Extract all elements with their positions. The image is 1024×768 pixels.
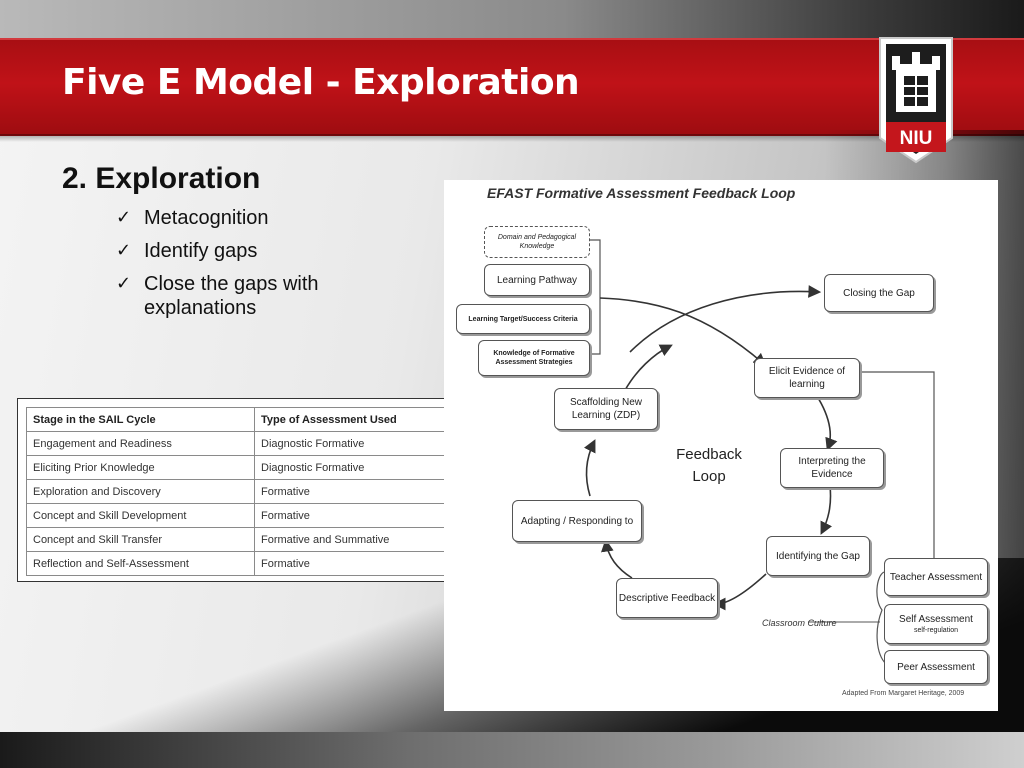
teacher-assessment-box: Teacher Assessment xyxy=(884,558,988,596)
table-header-cell: Type of Assessment Used xyxy=(254,407,478,432)
table-cell: Exploration and Discovery xyxy=(26,479,255,504)
table-header-row: Stage in the SAIL Cycle Type of Assessme… xyxy=(26,407,478,432)
descriptive-feedback-label: Descriptive Feedback xyxy=(618,592,716,604)
table-header-cell: Stage in the SAIL Cycle xyxy=(26,407,255,432)
check-icon: ✓ xyxy=(116,207,132,228)
domain-knowledge-box: Domain and Pedagogical Knowledge xyxy=(484,226,590,258)
efast-diagram: EFAST Formative Assessment Feedback Loop… xyxy=(444,180,998,711)
bullet-text: Metacognition xyxy=(144,207,269,229)
teacher-assessment-label: Teacher Assessment xyxy=(889,571,983,583)
scaffolding-box: Scaffolding New Learning (ZDP) xyxy=(554,388,658,430)
title-banner xyxy=(0,38,1024,136)
interpreting-label: Interpreting the Evidence xyxy=(798,456,866,480)
table-cell: Formative xyxy=(254,503,478,528)
bullet-item: ✓ Close the gaps with explanations xyxy=(116,272,374,320)
learning-target-box: Learning Target/Success Criteria xyxy=(456,304,590,334)
table-cell: Formative xyxy=(254,551,478,576)
table-cell: Diagnostic Formative xyxy=(254,431,478,456)
check-icon: ✓ xyxy=(116,273,132,294)
peer-assessment-label: Peer Assessment xyxy=(897,661,975,673)
niu-logo: NIU xyxy=(876,34,956,166)
credit-label: Adapted From Margaret Heritage, 2009 xyxy=(842,690,965,697)
bullet-list: ✓ Metacognition ✓ Identify gaps ✓ Close the… xyxy=(116,206,374,329)
table-cell: Engagement and Readiness xyxy=(26,431,255,456)
table-cell: Reflection and Self-Assessment xyxy=(26,551,255,576)
formative-strategies-label: Knowledge of Formative Assessment Strate… xyxy=(493,350,575,366)
identifying-gap-label: Identifying the Gap xyxy=(776,550,860,562)
table-cell: Diagnostic Formative xyxy=(254,455,478,480)
interpreting-box: Interpreting the Evidence xyxy=(780,448,884,488)
sail-table-image: Stage in the SAIL Cycle Type of Assessme… xyxy=(17,398,489,582)
efast-connectors xyxy=(583,239,935,665)
bullet-text: Identify gaps xyxy=(144,240,258,262)
self-regulation-label: self-regulation xyxy=(914,627,958,634)
classroom-culture-label: Classroom Culture xyxy=(762,618,837,628)
slide-title: Five E Model - Exploration xyxy=(62,62,580,103)
self-assessment-label: Self Assessment xyxy=(899,614,973,625)
elicit-evidence-label: Elicit Evidence of learning xyxy=(768,366,846,390)
bottom-strip xyxy=(0,732,1024,768)
logo-text: NIU xyxy=(900,128,933,149)
efast-title: EFAST Formative Assessment Feedback Loop xyxy=(487,185,796,201)
adapting-box: Adapting / Responding to xyxy=(512,500,642,542)
top-band xyxy=(0,0,1024,38)
adapting-label: Adapting / Responding to xyxy=(520,515,634,527)
descriptive-feedback-box: Descriptive Feedback xyxy=(616,578,718,618)
domain-knowledge-label: Domain and Pedagogical Knowledge xyxy=(497,234,577,250)
identifying-gap-box: Identifying the Gap xyxy=(766,536,870,576)
table-cell: Concept and Skill Development xyxy=(26,503,255,528)
closing-gap-label: Closing the Gap xyxy=(843,287,915,299)
table-cell: Concept and Skill Transfer xyxy=(26,527,255,552)
section-heading: 2. Exploration xyxy=(62,162,261,195)
bullet-item: ✓ Metacognition xyxy=(116,206,374,230)
sail-table: Stage in the SAIL Cycle Type of Assessme… xyxy=(26,407,478,576)
bullet-item: ✓ Identify gaps xyxy=(116,239,374,263)
banner-shadow xyxy=(0,134,1024,142)
formative-strategies-box: Knowledge of Formative Assessment Strate… xyxy=(478,340,590,376)
scaffolding-label: Scaffolding New Learning (ZDP) xyxy=(569,397,643,421)
closing-gap-box: Closing the Gap xyxy=(824,274,934,312)
bullet-text: Close the gaps with explanations xyxy=(144,273,319,319)
peer-assessment-box: Peer Assessment xyxy=(884,650,988,684)
learning-pathway-box: Learning Pathway xyxy=(484,264,590,296)
feedback-loop-label: Feedback Loop xyxy=(676,446,742,485)
elicit-evidence-box: Elicit Evidence of learning xyxy=(754,358,860,398)
table-cell: Eliciting Prior Knowledge xyxy=(26,455,255,480)
learning-target-label: Learning Target/Success Criteria xyxy=(468,315,578,323)
self-assessment-box: Self Assessment self-regulation xyxy=(884,604,988,644)
check-icon: ✓ xyxy=(116,240,132,261)
learning-pathway-label: Learning Pathway xyxy=(496,274,578,286)
